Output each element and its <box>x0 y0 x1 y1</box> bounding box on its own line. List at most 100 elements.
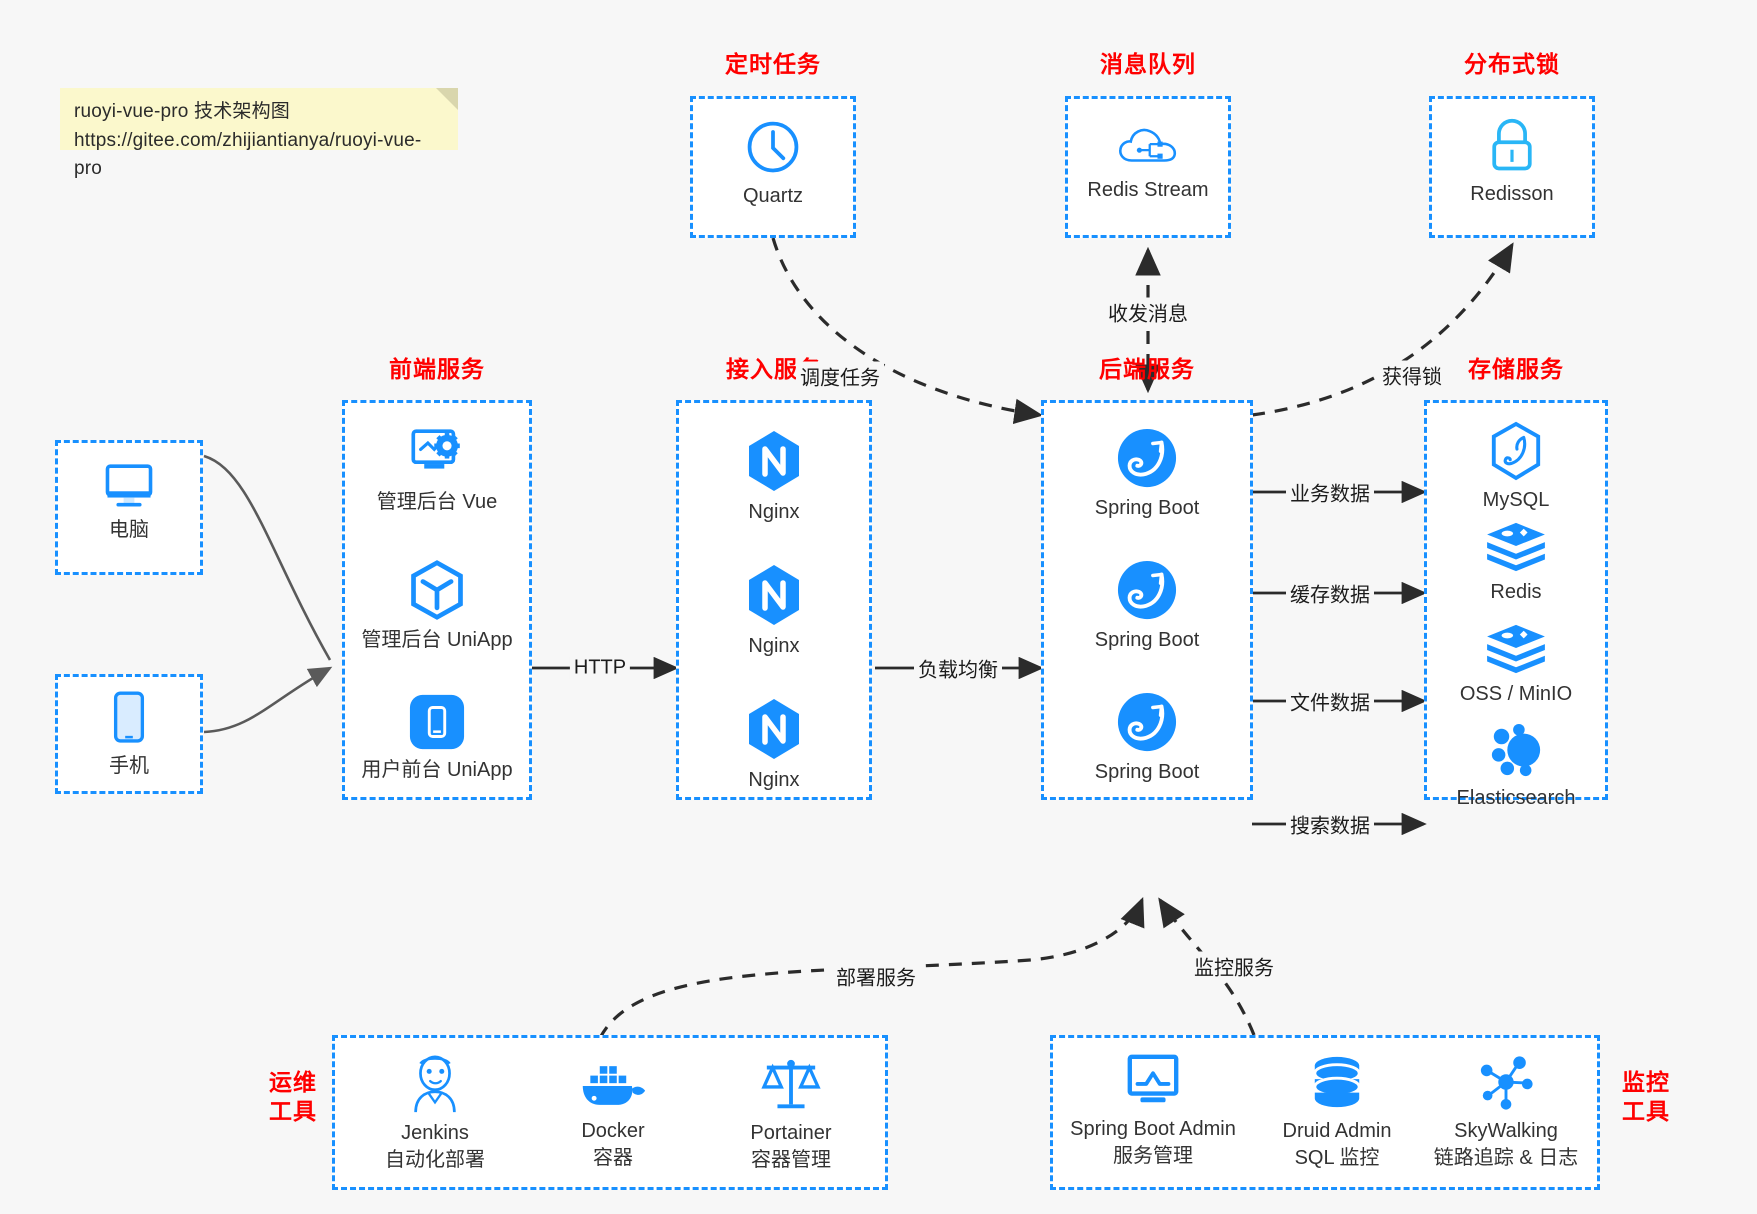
node-jenkins[interactable]: Jenkins 自动化部署 <box>345 1052 525 1174</box>
edge-label-search-data: 搜索数据 <box>1286 809 1374 839</box>
group-box-backend: Spring Boot Spring Boot Spring Boot <box>1041 400 1253 800</box>
group-title-devops-line2: 工具 <box>269 1097 317 1124</box>
group-title-devops: 运维 工具 <box>258 1068 328 1126</box>
group-box-devops: Jenkins 自动化部署 Docker 容器 <box>332 1035 888 1190</box>
node-label: Jenkins <box>401 1122 469 1144</box>
group-box-scheduler: Quartz <box>690 96 856 238</box>
node-sublabel: 容器 <box>593 1147 633 1169</box>
node-redisson[interactable]: Redisson <box>1432 117 1592 208</box>
node-label: Nginx <box>748 501 800 523</box>
node-label: Redis Stream <box>1087 179 1209 201</box>
node-sublabel: 服务管理 <box>1113 1145 1193 1167</box>
node-label: Nginx <box>748 769 800 791</box>
node-label: Portainer <box>750 1122 832 1144</box>
node-sublabel: SQL 监控 <box>1294 1147 1380 1169</box>
group-title-mq: 消息队列 <box>1100 51 1196 77</box>
node-spring-boot-1[interactable]: Spring Boot <box>1044 427 1250 522</box>
node-portainer[interactable]: Portainer 容器管理 <box>701 1056 881 1174</box>
monitor-chart-icon <box>1127 1054 1179 1103</box>
node-mysql[interactable]: MySQL <box>1427 421 1605 514</box>
edge-label-deploy: 部署服务 <box>832 961 920 991</box>
node-label: 管理后台 UniApp <box>361 629 513 651</box>
diagram-note: ruoyi-vue-pro 技术架构图 https://gitee.com/zh… <box>60 88 458 179</box>
node-label: Redisson <box>1470 183 1554 205</box>
mobile-phone-icon <box>113 691 145 743</box>
group-box-frontend: 管理后台 Vue 管理后台 UniApp 用户前台 UniApp <box>342 400 532 800</box>
edge-label-cache-data: 缓存数据 <box>1286 578 1374 608</box>
spring-leaf-icon <box>1117 428 1177 488</box>
desktop-monitor-icon <box>105 464 153 507</box>
group-box-mq: Redis Stream <box>1065 96 1231 238</box>
note-title: ruoyi-vue-pro 技术架构图 <box>74 101 291 122</box>
scales-icon <box>761 1059 821 1109</box>
group-title-frontend: 前端服务 <box>389 356 485 382</box>
node-label: Druid Admin <box>1282 1120 1392 1142</box>
edge-label-http: HTTP <box>569 656 631 680</box>
redis-stack-icon <box>1487 522 1545 572</box>
nginx-icon <box>749 431 799 491</box>
cloud-network-icon <box>1119 128 1176 162</box>
node-druid-admin[interactable]: Druid Admin SQL 监控 <box>1247 1054 1427 1172</box>
node-nginx-3[interactable]: Nginx <box>679 697 869 794</box>
node-spring-boot-2[interactable]: Spring Boot <box>1044 559 1250 654</box>
node-label: 用户前台 UniApp <box>361 759 513 781</box>
node-label: 管理后台 Vue <box>376 491 498 513</box>
node-label: Docker <box>581 1120 645 1142</box>
node-label: Spring Boot <box>1094 629 1200 651</box>
spring-leaf-icon <box>1117 560 1177 620</box>
node-computer[interactable]: 电脑 <box>58 459 200 544</box>
node-spring-boot-3[interactable]: Spring Boot <box>1044 691 1250 786</box>
node-admin-vue[interactable]: 管理后台 Vue <box>345 425 529 516</box>
edge-label-acquire-lock: 获得锁 <box>1378 360 1446 390</box>
node-nginx-2[interactable]: Nginx <box>679 563 869 660</box>
group-title-monitor-line2: 工具 <box>1622 1097 1670 1124</box>
node-docker[interactable]: Docker 容器 <box>523 1060 703 1172</box>
node-oss-minio[interactable]: OSS / MinIO <box>1427 623 1605 708</box>
node-redis[interactable]: Redis <box>1427 521 1605 606</box>
node-label: OSS / MinIO <box>1459 683 1573 705</box>
node-label: Elasticsearch <box>1456 787 1576 809</box>
node-label: Quartz <box>742 185 804 207</box>
hexagon-cube-icon <box>411 560 463 620</box>
nginx-icon <box>749 699 799 759</box>
edge-label-monitoring: 监控服务 <box>1190 951 1278 981</box>
group-title-storage: 存储服务 <box>1468 356 1564 382</box>
spring-leaf-icon <box>1117 692 1177 752</box>
nginx-icon <box>749 565 799 625</box>
edge-label-load-balance: 负载均衡 <box>914 653 1002 683</box>
node-redis-stream[interactable]: Redis Stream <box>1068 119 1228 204</box>
node-label: 电脑 <box>109 519 149 541</box>
node-label: Spring Boot <box>1094 761 1200 783</box>
elasticsearch-icon <box>1491 723 1541 777</box>
node-sublabel: 容器管理 <box>751 1149 831 1171</box>
group-title-scheduler: 定时任务 <box>725 51 821 77</box>
database-cylinder-icon <box>1313 1056 1361 1108</box>
edge-label-schedule-task: 调度任务 <box>796 361 884 391</box>
group-title-lock: 分布式锁 <box>1464 51 1560 77</box>
node-spring-boot-admin[interactable]: Spring Boot Admin 服务管理 <box>1053 1052 1253 1170</box>
clock-icon <box>747 121 799 173</box>
group-box-gateway: Nginx Nginx Nginx <box>676 400 872 800</box>
node-label: Nginx <box>748 635 800 657</box>
edge-label-file-data: 文件数据 <box>1286 686 1374 716</box>
node-elasticsearch[interactable]: Elasticsearch <box>1427 723 1605 812</box>
node-admin-uniapp[interactable]: 管理后台 UniApp <box>345 559 529 654</box>
docker-whale-icon <box>582 1066 646 1105</box>
mobile-app-icon <box>409 694 465 750</box>
edge-label-biz-data: 业务数据 <box>1286 477 1374 507</box>
node-label: MySQL <box>1482 489 1550 511</box>
node-sublabel: 自动化部署 <box>385 1149 485 1171</box>
group-box-computer: 电脑 <box>55 440 203 575</box>
edge-label-send-receive: 收发消息 <box>1104 297 1192 327</box>
network-hub-icon <box>1480 1056 1533 1110</box>
node-label: Redis <box>1490 581 1542 603</box>
node-quartz[interactable]: Quartz <box>693 117 853 210</box>
node-mobile[interactable]: 手机 <box>58 689 200 780</box>
node-sublabel: 链路追踪 & 日志 <box>1433 1147 1579 1169</box>
node-nginx-1[interactable]: Nginx <box>679 429 869 526</box>
jenkins-butler-icon <box>414 1055 456 1113</box>
group-title-monitor: 监控 工具 <box>1611 1068 1681 1126</box>
node-skywalking[interactable]: SkyWalking 链路追踪 & 日志 <box>1409 1054 1603 1172</box>
node-user-uniapp[interactable]: 用户前台 UniApp <box>345 693 529 784</box>
